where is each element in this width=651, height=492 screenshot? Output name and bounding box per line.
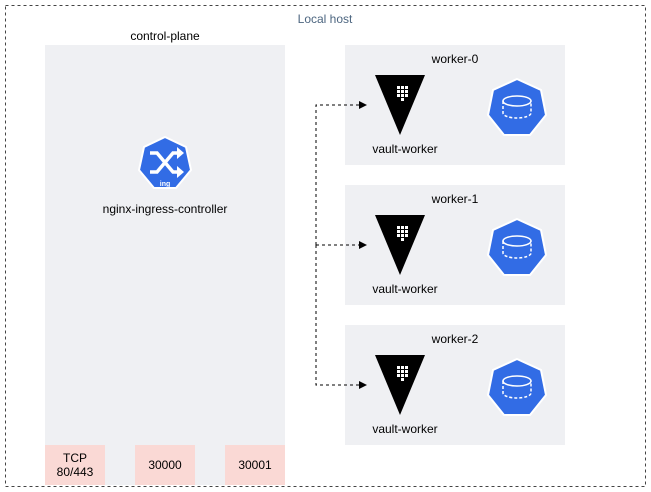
vault-icon <box>375 75 425 135</box>
local-host-label: Local host <box>297 12 353 26</box>
worker-2-label: worker-2 <box>431 332 479 346</box>
port-label-30000: 30000 <box>148 458 182 472</box>
port-box-30000 <box>135 445 195 485</box>
vault-icon <box>375 355 425 415</box>
port-box-tcp <box>45 445 105 485</box>
vault-icon <box>375 215 425 275</box>
vault-worker-0-label: vault-worker <box>372 142 438 156</box>
control-plane-label: control-plane <box>130 29 200 43</box>
local-host-boundary <box>5 5 646 487</box>
ingress-icon: ing <box>137 135 193 189</box>
ingress-controller-label: nginx-ingress-controller <box>102 202 228 216</box>
volume-icon <box>486 77 548 136</box>
worker-0-label: worker-0 <box>431 52 479 66</box>
worker-1-label: worker-1 <box>431 192 479 206</box>
connector-worker-0 <box>315 101 367 245</box>
ingress-icon-text: ing <box>160 181 171 188</box>
port-label-30001: 30001 <box>238 458 272 472</box>
vault-worker-1-label: vault-worker <box>372 282 438 296</box>
port-box-30001 <box>225 445 285 485</box>
vault-worker-2-label: vault-worker <box>372 422 438 436</box>
volume-icon <box>486 357 548 416</box>
connectors <box>315 101 367 389</box>
volume-icon <box>486 217 548 276</box>
connector-worker-2 <box>315 245 367 389</box>
control-plane-panel <box>45 45 285 485</box>
port-label-tcp: TCP 80/443 <box>56 451 94 479</box>
